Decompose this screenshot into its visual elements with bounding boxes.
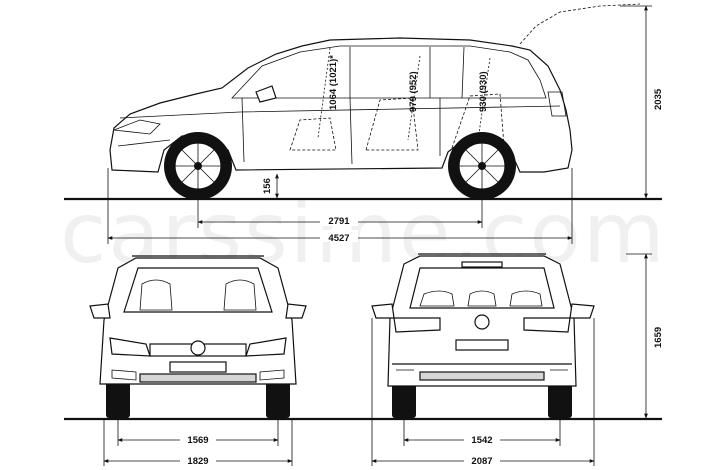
front-windshield xyxy=(123,267,273,313)
tailgate-arc xyxy=(519,3,641,45)
front-track-label: 1569 xyxy=(187,435,208,446)
side-window-frame xyxy=(231,45,547,99)
rear-right-mirror xyxy=(569,303,595,319)
rear-track-label: 1542 xyxy=(471,435,492,446)
rear-view: 1542 2087 1659 xyxy=(371,253,664,467)
front-view: 1569 1829 xyxy=(64,255,662,467)
interior-dim-middle: 979 (952) xyxy=(408,71,419,112)
front-width-label: 1829 xyxy=(187,456,208,467)
wheelbase-label: 2791 xyxy=(328,216,350,227)
rear-badge xyxy=(474,314,490,330)
rear-left-mirror xyxy=(371,303,395,319)
side-front-wheel xyxy=(164,132,232,200)
rear-window xyxy=(409,267,555,309)
front-left-mirror xyxy=(89,303,111,319)
side-body-outline xyxy=(109,37,573,173)
side-rear-wheel xyxy=(448,132,516,200)
side-view: 1064 (1021)* 979 (952) 930 (930) 156 279… xyxy=(64,3,664,244)
rear-height-label: 1659 xyxy=(653,327,664,348)
interior-dim-front: 1064 (1021)* xyxy=(328,55,339,110)
side-height-label: 2035 xyxy=(653,88,664,110)
rear-width-label: 2087 xyxy=(471,456,492,467)
side-mirror xyxy=(255,85,277,103)
length-label: 4527 xyxy=(328,233,349,244)
front-right-mirror xyxy=(285,303,307,319)
interior-dim-rear: 930 (930) xyxy=(478,71,489,112)
front-badge xyxy=(190,340,206,356)
ground-clearance-label: 156 xyxy=(262,178,273,194)
